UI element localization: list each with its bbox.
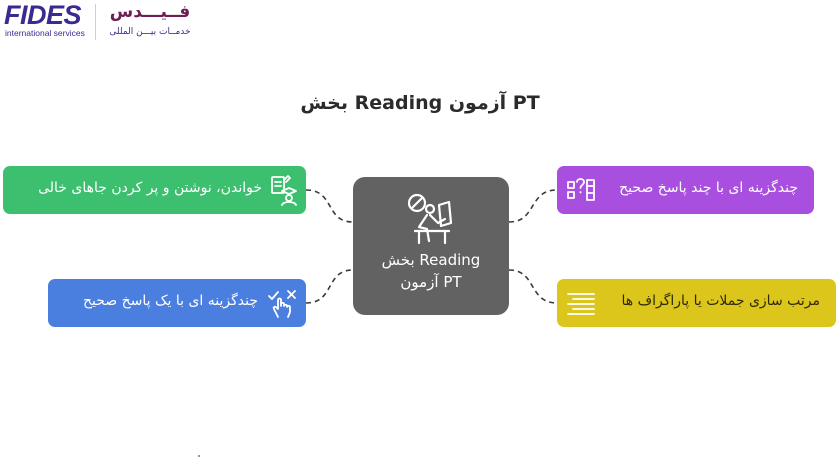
logo-subtitle-fa: خدمــات بیـــن المللی — [109, 27, 191, 37]
logo-divider — [95, 4, 96, 40]
logo-subtitle: international services — [5, 28, 85, 38]
connector-blue — [305, 269, 354, 304]
node-reorder: مرتب سازی جملات یا پاراگراف ها — [557, 279, 836, 327]
center-label-line2: PT آزمون — [400, 273, 462, 291]
connector-yellow — [508, 269, 558, 304]
reorder-lines-icon — [567, 293, 595, 315]
node-label-green: خواندن، نوشتن و پر کردن جاهای خالی — [38, 180, 262, 196]
connector-purple — [508, 189, 558, 223]
center-label: Reading بخش PT آزمون — [361, 249, 501, 293]
reader-studying-icon — [407, 193, 453, 245]
diagram-title: PT آزمون Reading بخش — [300, 92, 540, 114]
node-single-choice: چندگزینه ای با یک پاسخ صحیح — [48, 279, 306, 327]
logo-brand: FIDES — [4, 0, 82, 30]
fides-logo: FIDES international services فــیـــدس خ… — [4, 0, 200, 42]
stray-dot — [198, 455, 200, 457]
multi-choice-question-icon — [567, 178, 595, 201]
node-label-purple: چندگزینه ای با چند پاسخ صحیح — [619, 180, 798, 196]
center-label-line1: Reading بخش — [381, 251, 481, 269]
node-read-write-fill: خواندن، نوشتن و پر کردن جاهای خالی — [3, 166, 306, 214]
node-label-yellow: مرتب سازی جملات یا پاراگراف ها — [621, 293, 820, 309]
single-choice-hand-icon — [268, 290, 296, 318]
read-write-test-icon — [271, 175, 297, 206]
center-node: Reading بخش PT آزمون — [353, 177, 509, 315]
connector-green — [305, 189, 354, 223]
node-multi-choice: چندگزینه ای با چند پاسخ صحیح — [557, 166, 814, 214]
node-label-blue: چندگزینه ای با یک پاسخ صحیح — [82, 293, 258, 309]
logo-brand-fa: فــیـــدس — [109, 2, 191, 22]
